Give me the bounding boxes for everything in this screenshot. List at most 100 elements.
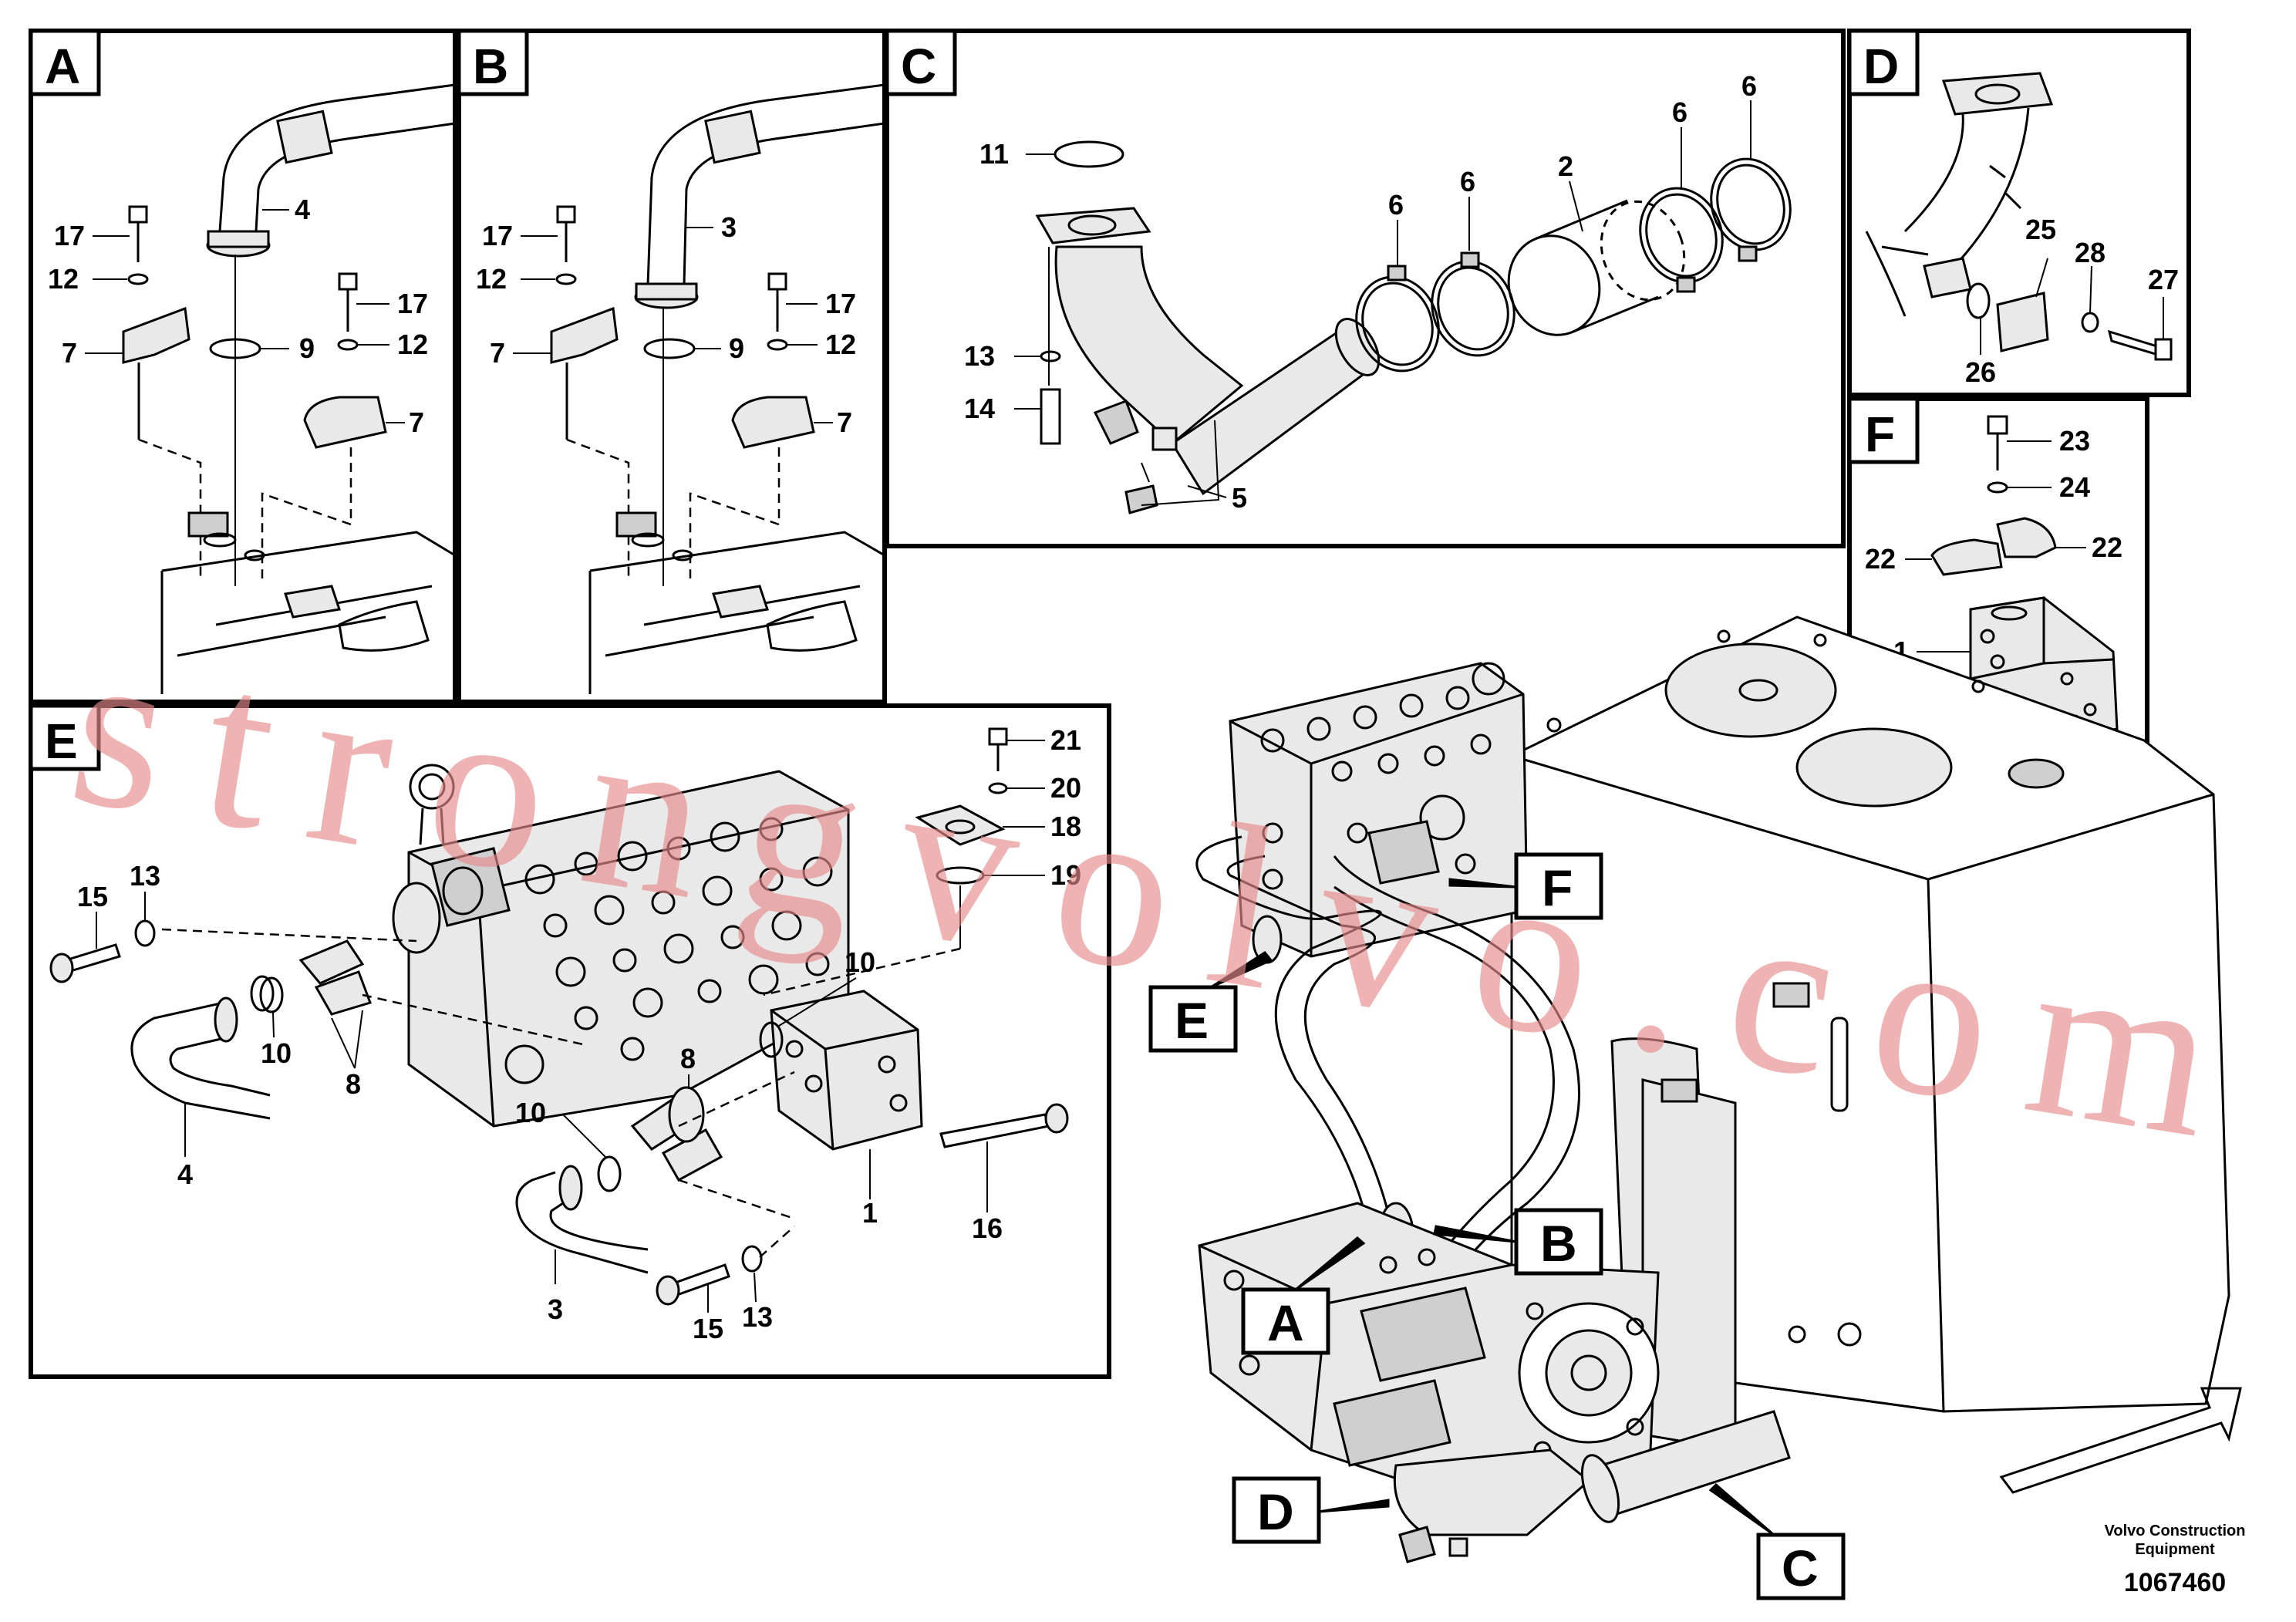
washer-20: [988, 782, 1008, 794]
label-c-6d: 6: [1741, 70, 1757, 102]
label-e-20: 20: [1050, 772, 1081, 804]
panel-f-letter: F: [1865, 406, 1895, 462]
panel-b: B 17 12: [457, 29, 887, 704]
oring-26: [1966, 282, 1991, 319]
bolt-15a: [64, 943, 121, 973]
hydraulic-tank: [1510, 615, 2230, 1452]
oring-10a: [259, 976, 284, 1013]
clamp-22a: [1930, 538, 2003, 576]
panel-e: E: [29, 703, 1111, 1379]
valve-base-b: [588, 511, 885, 694]
label-d-27: 27: [2148, 264, 2179, 295]
label-a-4: 4: [295, 194, 310, 225]
label-e-13b: 13: [742, 1301, 773, 1333]
bolt-23: [1987, 415, 2008, 435]
label-e-10c: 10: [515, 1097, 546, 1128]
panel-d: D 25 28 27 26: [1847, 29, 2191, 397]
callout-f: F: [1448, 852, 1603, 920]
cover-25: [1996, 292, 2049, 352]
oring-10b: [759, 1021, 784, 1058]
panel-c-letter: C: [901, 39, 936, 94]
label-c-13: 13: [964, 340, 995, 372]
control-valve-body: [407, 764, 850, 1128]
valve-base-a: [160, 511, 456, 694]
hose-2: [1507, 199, 1686, 336]
elbow-pipe-d: [1865, 72, 2054, 317]
panel-c: C: [885, 29, 1846, 548]
label-b-3: 3: [721, 211, 737, 243]
washer-28: [2081, 312, 2099, 333]
oring-11: [1054, 140, 1124, 168]
label-e-18: 18: [1050, 811, 1081, 842]
label-e-13a: 13: [130, 860, 160, 892]
label-f-24: 24: [2059, 471, 2090, 503]
label-e-8b: 8: [680, 1043, 696, 1074]
panel-a-letter: A: [45, 39, 80, 94]
callout-d: D: [1232, 1476, 1390, 1544]
label-c-6c: 6: [1672, 96, 1687, 128]
panel-e-letter: E: [45, 713, 78, 769]
oring-10c: [597, 1155, 622, 1192]
hose-clamp-6c: [1639, 187, 1724, 293]
label-a-9: 9: [299, 332, 315, 364]
label-e-4: 4: [177, 1158, 193, 1190]
suction-elbow: [1035, 207, 1381, 496]
label-b-9: 9: [729, 332, 744, 364]
flange-18: [915, 804, 1006, 846]
washer-24: [1987, 481, 2008, 494]
label-e-3: 3: [548, 1293, 563, 1325]
label-c-6b: 6: [1460, 166, 1475, 197]
tank-lid-2: [1795, 727, 1953, 808]
svg-text:D: D: [1257, 1483, 1294, 1540]
plug-5: [1124, 484, 1158, 514]
bolt-17a: [127, 205, 149, 285]
label-f-23: 23: [2059, 425, 2090, 457]
svg-text:C: C: [1782, 1539, 1819, 1597]
hydraulic-pump: [1198, 1202, 1660, 1513]
label-c-5: 5: [1232, 482, 1247, 514]
label-e-1: 1: [862, 1197, 878, 1229]
label-c-11: 11: [979, 138, 1009, 170]
label-d-26: 26: [1965, 356, 1996, 388]
clamp-7a: [122, 306, 190, 364]
label-e-8a: 8: [346, 1068, 361, 1100]
label-b-7b: 7: [837, 406, 852, 438]
label-c-2: 2: [1558, 150, 1573, 182]
clamp-7b: [303, 396, 387, 449]
svg-text:B: B: [1540, 1215, 1577, 1272]
label-b-17b: 17: [825, 288, 856, 319]
pipe-3-e: [515, 1165, 649, 1284]
pipe-4-e: [130, 975, 275, 1157]
label-d-28: 28: [2075, 237, 2106, 268]
clamp-7c: [550, 306, 619, 364]
company-name-line2: Equipment: [2135, 1541, 2215, 1558]
oring-9b: [643, 338, 696, 359]
clamp-22b: [1996, 517, 2057, 558]
label-e-15a: 15: [77, 881, 108, 912]
label-a-17b: 17: [397, 288, 428, 319]
label-e-16: 16: [972, 1212, 1003, 1244]
label-c-6a: 6: [1388, 189, 1404, 221]
label-a-17: 17: [54, 220, 85, 251]
washer-13: [1040, 350, 1061, 363]
clamp-8a: [298, 882, 441, 1016]
label-b-12b: 12: [825, 329, 856, 360]
bolt-14: [1040, 388, 1061, 445]
clamp-8b: [630, 1086, 723, 1182]
label-f-22a: 22: [1865, 543, 1896, 575]
label-b-7: 7: [490, 337, 505, 369]
company-name-line1: Volvo Construction: [2105, 1523, 2246, 1539]
hose-clamp-6d: [1710, 157, 1792, 262]
label-e-10b: 10: [845, 946, 875, 978]
label-d-25: 25: [2025, 214, 2056, 245]
panel-a: A: [29, 29, 457, 704]
svg-text:F: F: [1542, 859, 1573, 916]
label-b-12: 12: [476, 263, 507, 295]
label-e-19: 19: [1050, 859, 1081, 891]
label-a-7b: 7: [409, 406, 424, 438]
clamp-7d: [731, 396, 815, 449]
label-a-12: 12: [48, 263, 79, 295]
label-b-17: 17: [482, 220, 513, 251]
tank-lid-1: [1664, 642, 1837, 738]
